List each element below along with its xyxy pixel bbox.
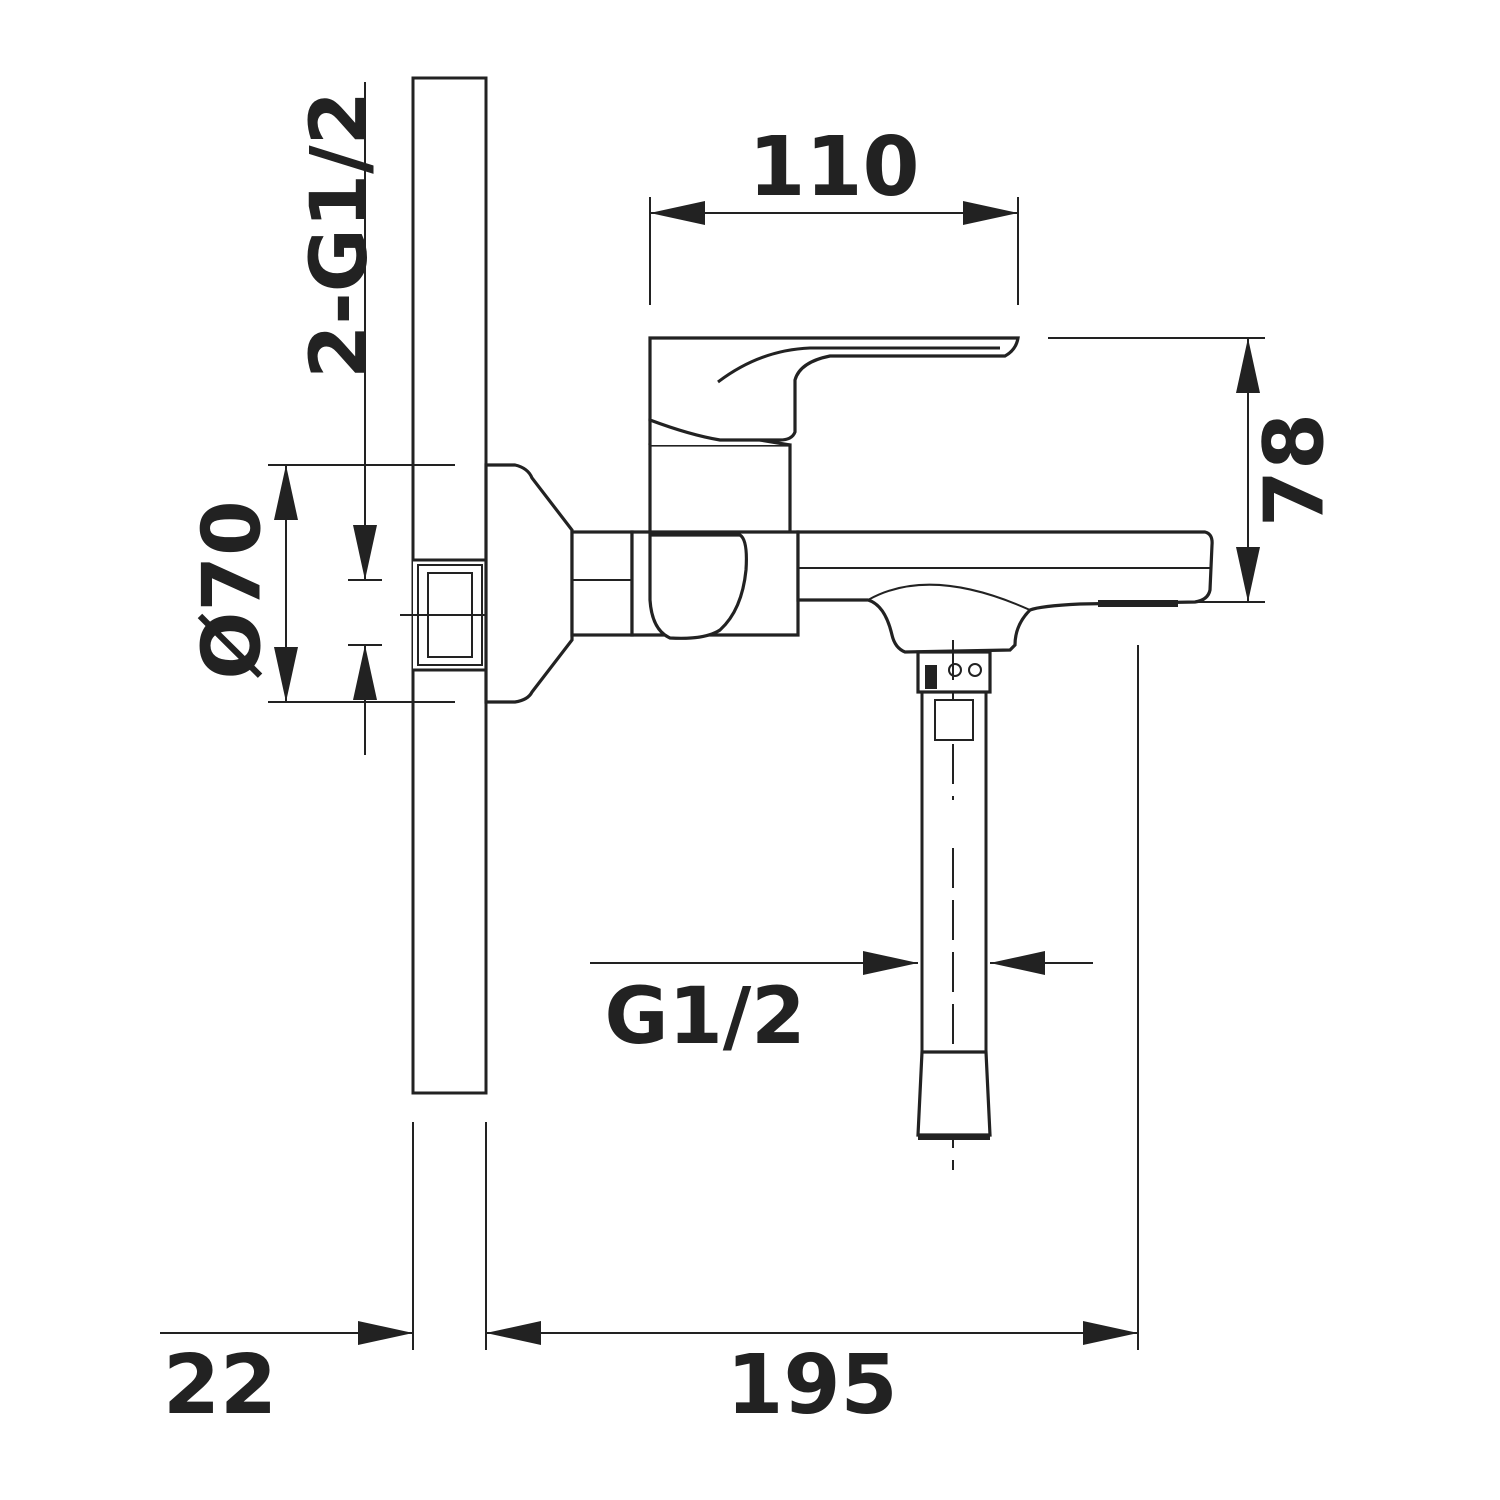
dimension-supply-thread: 2-G1/2 bbox=[295, 82, 385, 755]
spout bbox=[796, 530, 1214, 654]
lever-handle bbox=[648, 336, 1020, 442]
dimension-wall-offset: 22 bbox=[160, 1122, 487, 1433]
dimension-projection: 195 bbox=[486, 645, 1139, 1433]
supply-thread-label: 2-G1/2 bbox=[295, 91, 385, 379]
dimension-escutcheon-diameter: Ø70 bbox=[186, 464, 455, 703]
wall-section bbox=[411, 76, 488, 1095]
escutcheon-diameter-label: Ø70 bbox=[186, 500, 279, 679]
hose-thread-label: G1/2 bbox=[604, 972, 805, 1062]
escutcheon bbox=[484, 463, 634, 704]
lever-length-label: 110 bbox=[748, 120, 919, 215]
dimension-height: 78 bbox=[1048, 337, 1343, 603]
height-label: 78 bbox=[1248, 413, 1343, 527]
projection-label: 195 bbox=[726, 1338, 897, 1433]
wall-offset-label: 22 bbox=[163, 1338, 277, 1433]
mixer-body bbox=[630, 418, 800, 640]
dimension-hose-thread: G1/2 bbox=[590, 951, 1093, 1062]
dimension-lever-length: 110 bbox=[649, 120, 1019, 305]
shower-hose bbox=[916, 690, 992, 1140]
